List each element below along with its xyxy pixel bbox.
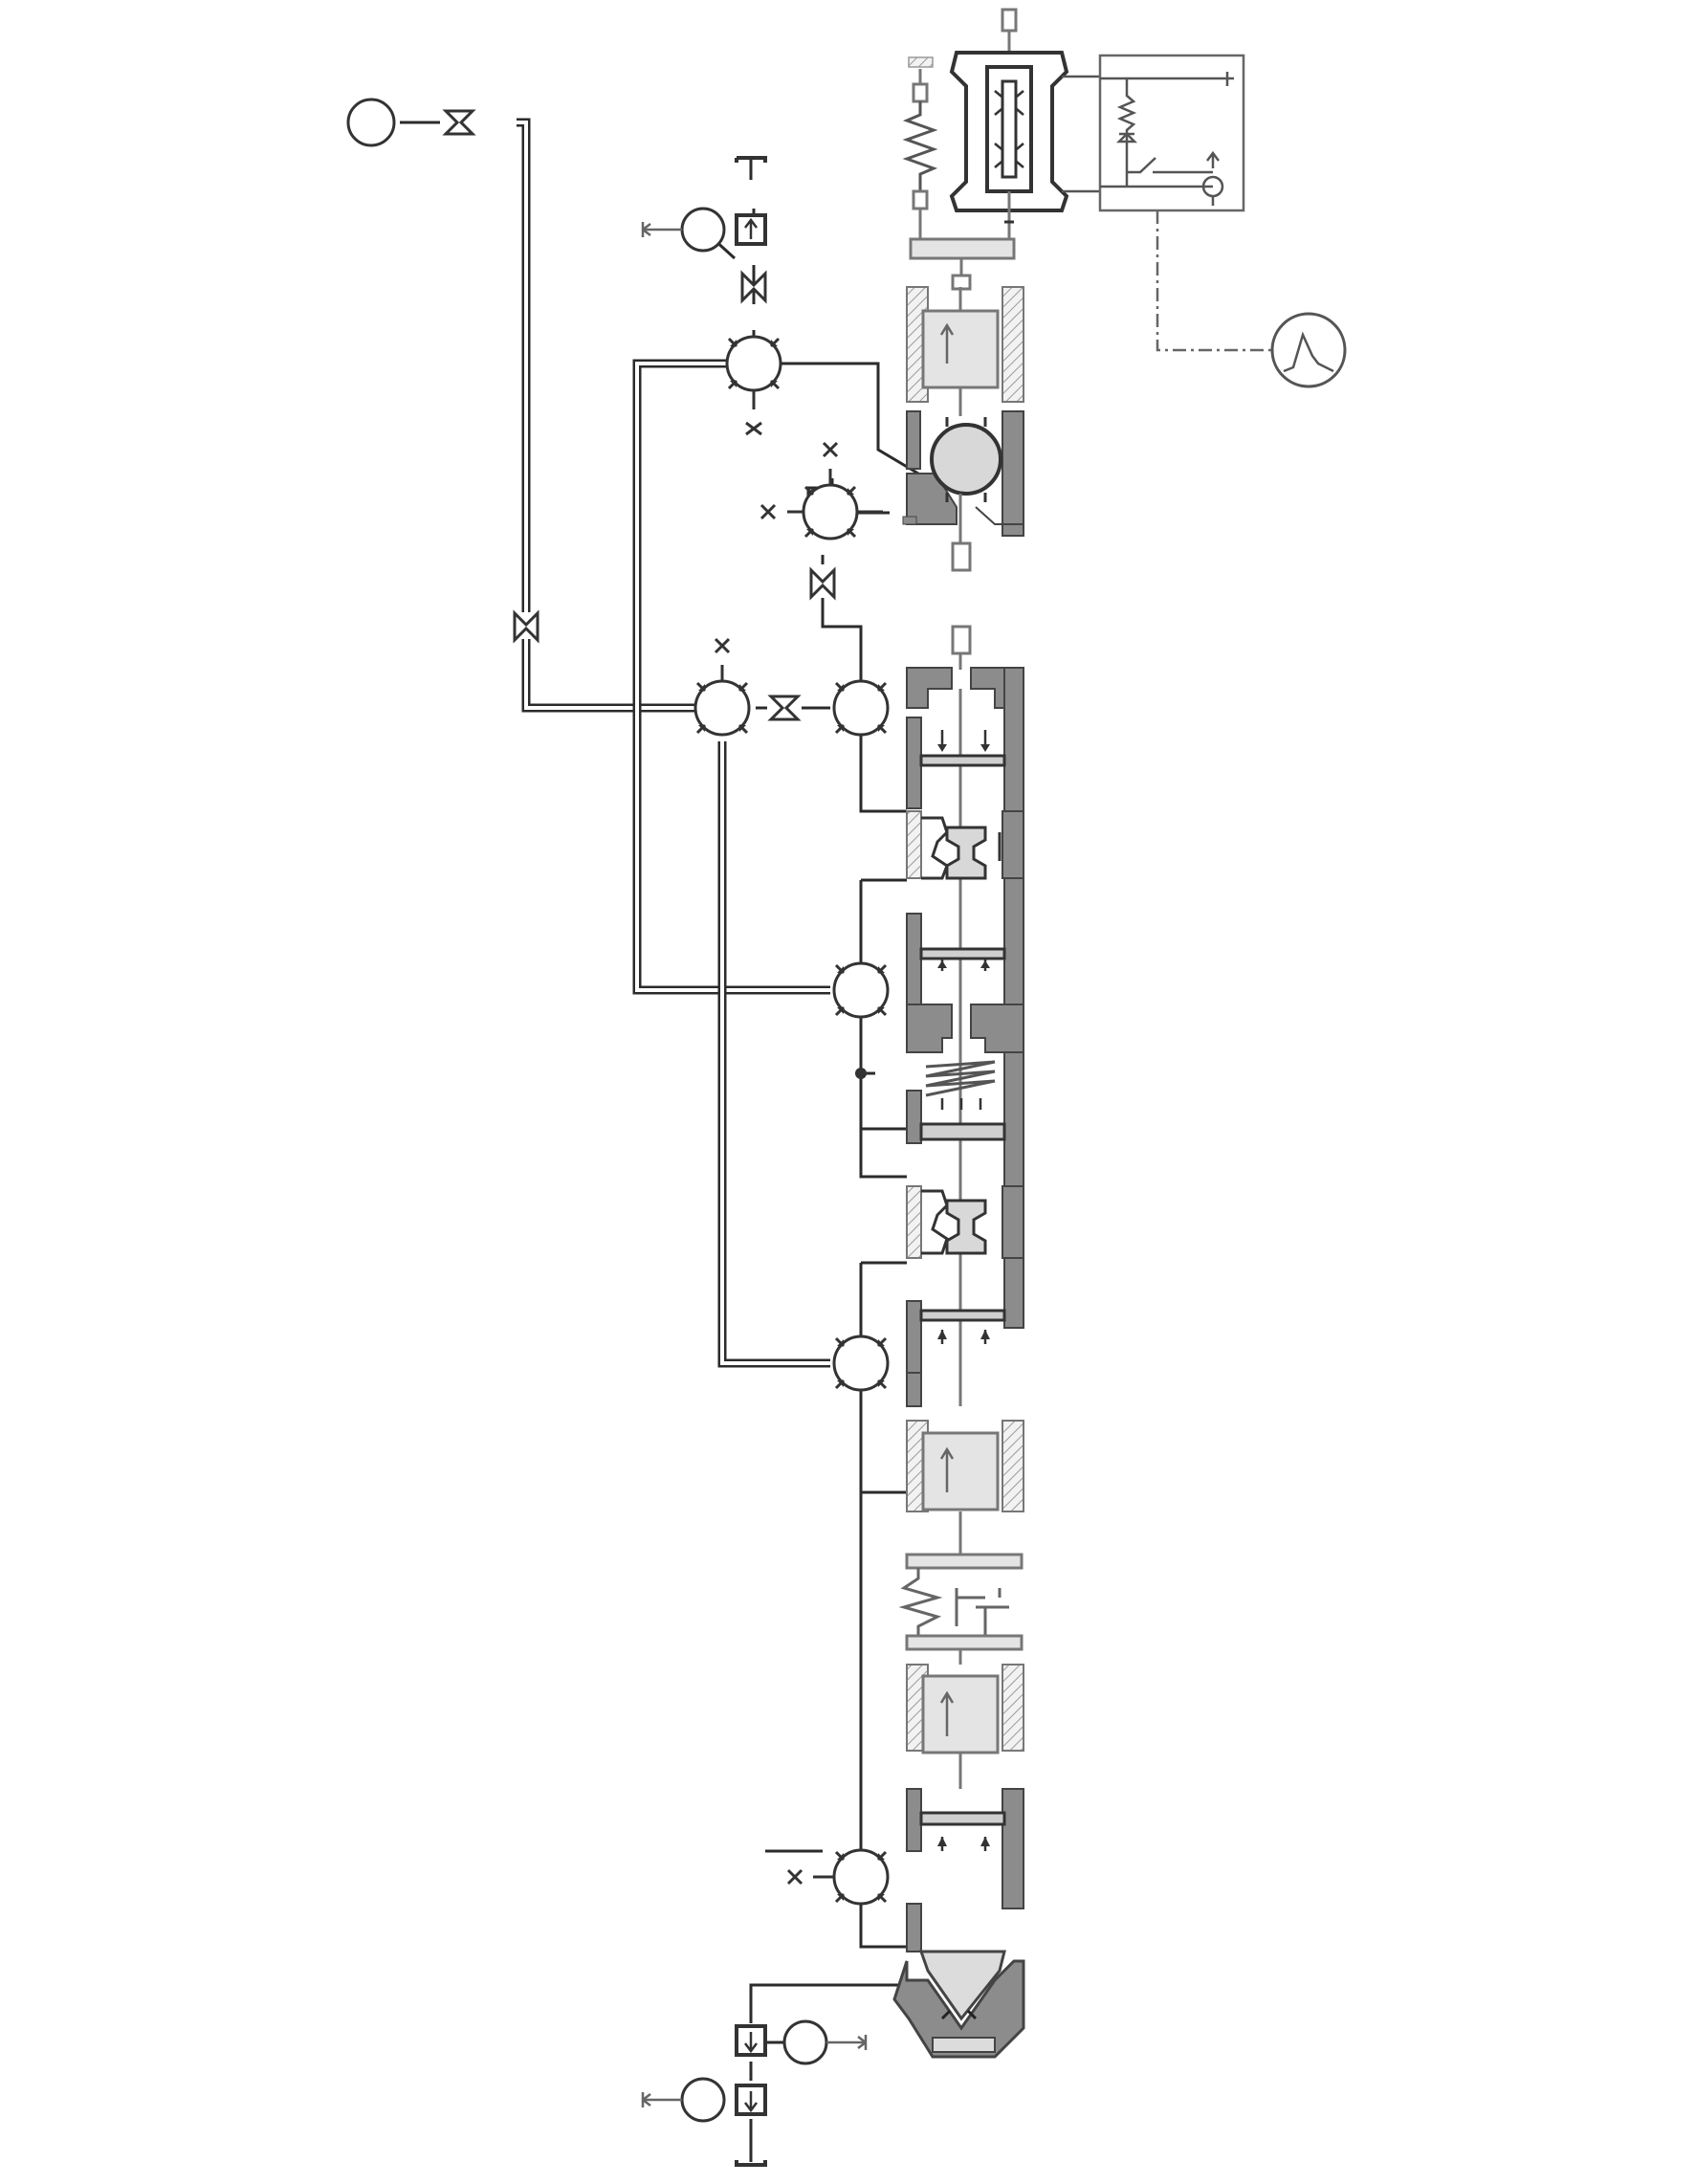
lower-flow-sources (641, 2019, 868, 2167)
junction-node-side (759, 441, 883, 540)
junction-node-middle (832, 961, 890, 1019)
junction-node-inlet (693, 637, 751, 737)
junction-node-bottom (786, 1848, 890, 1906)
injector-body (906, 625, 1024, 1407)
solenoid-actuator (902, 8, 1100, 291)
pulse-signal-icon (1270, 312, 1347, 388)
control-valve-block (902, 286, 1024, 572)
branch-dot (855, 1068, 867, 1079)
junction-node-upper (725, 335, 782, 436)
hydraulic-lines (400, 118, 1272, 2162)
junction-node-top-cylinder (832, 679, 890, 737)
junction-node-lower (832, 1335, 890, 1392)
upper-flow-source (641, 156, 767, 302)
electrical-driver-box (1098, 54, 1245, 212)
pressure-source-node (346, 98, 800, 721)
mass-spring-damper (898, 1420, 1024, 1789)
nozzle-needle (892, 1788, 1025, 2059)
restrictor-icon (809, 568, 836, 599)
